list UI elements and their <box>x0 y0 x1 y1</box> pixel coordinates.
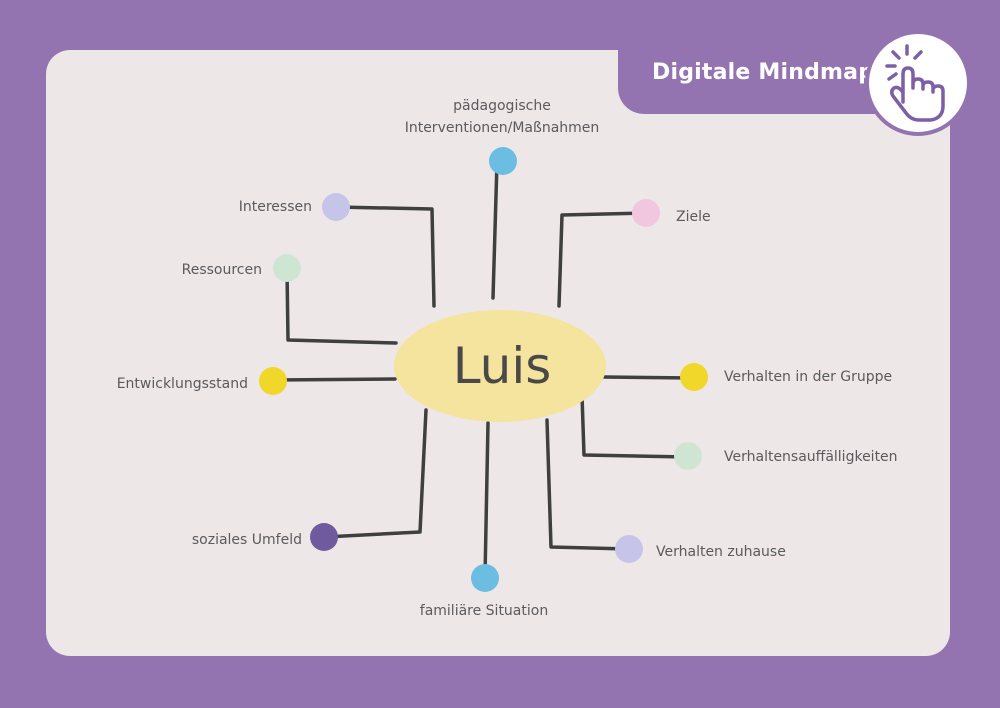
branch-dot-entwicklungsstand <box>259 367 287 395</box>
branch-dot-soziales-umfeld <box>310 523 338 551</box>
branch-dot-verhaltensauffaelligkeiten <box>674 442 702 470</box>
connector-familiaere-situation <box>483 421 490 579</box>
branch-label-verhalten-gruppe: Verhalten in der Gruppe <box>724 369 893 385</box>
connector-verhalten-gruppe <box>602 375 696 380</box>
connector-entwicklungsstand <box>271 377 397 382</box>
branch-label-verhalten-zuhause: Verhalten zuhause <box>656 544 786 560</box>
branch-dot-ressourcen <box>273 254 301 282</box>
center-node <box>394 310 606 422</box>
branch-label-interessen: Interessen <box>238 199 312 215</box>
hand-tap-icon <box>865 30 971 136</box>
connector-interessen <box>335 205 436 308</box>
branch-dot-verhalten-gruppe <box>680 363 708 391</box>
page-title: Digitale Mindmap <box>652 60 875 85</box>
branch-label-verhaltensauffaelligkeiten: Verhaltensauffälligkeiten <box>724 449 898 465</box>
connector-ziele <box>557 211 647 308</box>
connector-verhalten-zuhause <box>545 418 630 551</box>
branch-label-ressourcen: Ressourcen <box>181 262 262 278</box>
connector-verhaltensauffaelligkeiten <box>580 393 689 459</box>
branch-dot-interventionen <box>489 147 517 175</box>
branch-label-entwicklungsstand: Entwicklungsstand <box>116 376 248 392</box>
branch-label-familiaere-situation: familiäre Situation <box>419 603 549 619</box>
connector-interventionen <box>491 160 499 300</box>
center-node-label: Luis <box>452 337 552 395</box>
branch-label-interventionen: pädagogische Interventionen/Maßnahmen <box>404 98 600 136</box>
branch-label-ziele: Ziele <box>676 209 711 225</box>
branch-dot-verhalten-zuhause <box>615 535 643 563</box>
branch-dot-familiaere-situation <box>471 564 499 592</box>
connector-soziales-umfeld <box>323 408 428 539</box>
branch-dot-interessen <box>322 193 350 221</box>
connector-ressourcen <box>285 268 398 345</box>
branch-label-soziales-umfeld: soziales Umfeld <box>191 532 302 548</box>
branch-dot-ziele <box>632 199 660 227</box>
header-tab <box>618 46 880 114</box>
